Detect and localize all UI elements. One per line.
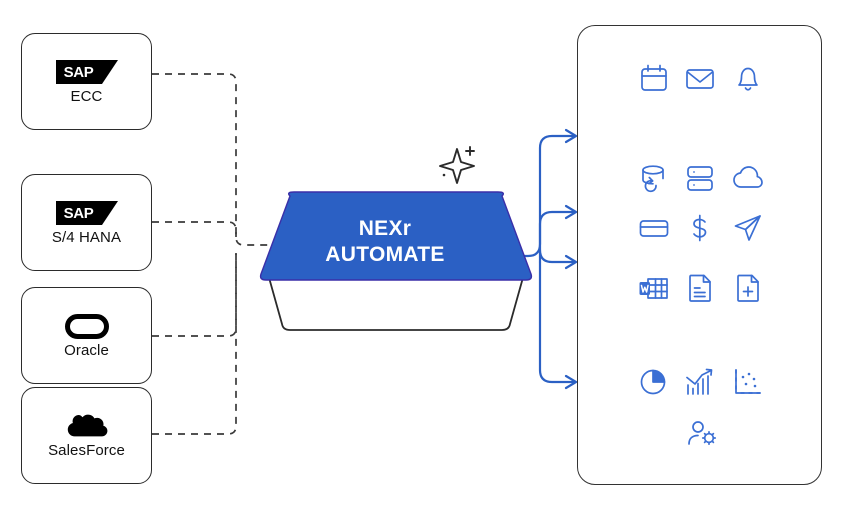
oracle-logo: [64, 311, 109, 341]
source-card-salesforce[interactable]: SalesForce: [21, 387, 152, 484]
credit-card-icon[interactable]: [637, 211, 671, 245]
source-card-s4hana[interactable]: SAP S/4 HANA: [21, 174, 152, 271]
calendar-icon[interactable]: [637, 61, 671, 95]
platform-shape[interactable]: [250, 190, 550, 350]
bar-line-chart-icon[interactable]: [683, 365, 717, 399]
bell-icon[interactable]: [731, 61, 765, 95]
envelope-icon[interactable]: [683, 61, 717, 95]
platform-title-line2: AUTOMATE: [325, 242, 445, 266]
sap-logo-text: SAP: [63, 63, 94, 81]
platform-to-panel-arrows: [510, 128, 578, 390]
sparkle-icon: [439, 146, 475, 184]
sap-logo: SAP: [55, 198, 118, 228]
dollar-sign-icon[interactable]: [683, 211, 717, 245]
user-settings-icon[interactable]: [685, 417, 723, 449]
source-card-oracle[interactable]: Oracle: [21, 287, 152, 384]
source-card-label: S/4 HANA: [51, 229, 122, 247]
capabilities-panel: [577, 25, 822, 485]
document-add-icon[interactable]: [731, 271, 765, 305]
source-card-label: SalesForce: [48, 442, 125, 460]
source-card-label: ECC: [70, 88, 103, 106]
database-refresh-icon[interactable]: [637, 161, 671, 195]
document-lines-icon[interactable]: [683, 271, 717, 305]
paper-plane-icon[interactable]: [731, 211, 765, 245]
server-stack-icon[interactable]: [683, 161, 717, 195]
source-card-ecc[interactable]: SAP ECC: [21, 33, 152, 130]
platform-title: NEXr AUTOMATE: [265, 216, 505, 267]
scatter-plot-icon[interactable]: [731, 365, 765, 399]
pie-chart-icon[interactable]: [637, 365, 671, 399]
sap-logo-text: SAP: [63, 204, 94, 222]
sap-logo: SAP: [55, 57, 118, 87]
word-document-icon[interactable]: [637, 271, 671, 305]
salesforce-logo: [59, 411, 115, 441]
source-connectors: [152, 73, 290, 435]
platform-title-line1: NEXr: [358, 217, 412, 240]
source-card-label: Oracle: [64, 342, 109, 360]
cloud-icon[interactable]: [731, 161, 765, 195]
